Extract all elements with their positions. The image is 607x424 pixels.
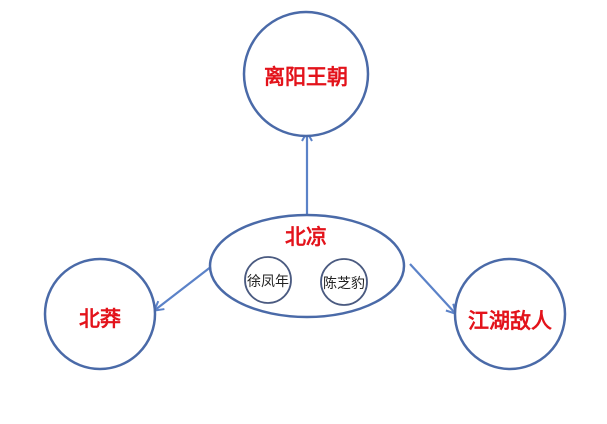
edge-beiliang-to-jianghu [409,263,455,313]
edge-beiliang-to-beimang [155,265,213,310]
node-label-liyang: 离阳王朝 [264,65,348,89]
node-circle-jianghu [453,257,567,371]
node-label-beimang: 北莽 [79,307,121,331]
member-circle-xufengnian [244,256,292,304]
center-node-label: 北凉 [285,225,327,249]
member-label-chenzhibao: 陈芝豹 [323,276,365,292]
node-circle-beimang [43,257,157,371]
node-circle-liyang [242,10,370,138]
member-circle-chenzhibao [320,258,368,306]
node-label-jianghu: 江湖敌人 [468,309,552,333]
member-label-xufengnian: 徐凤年 [247,274,289,290]
